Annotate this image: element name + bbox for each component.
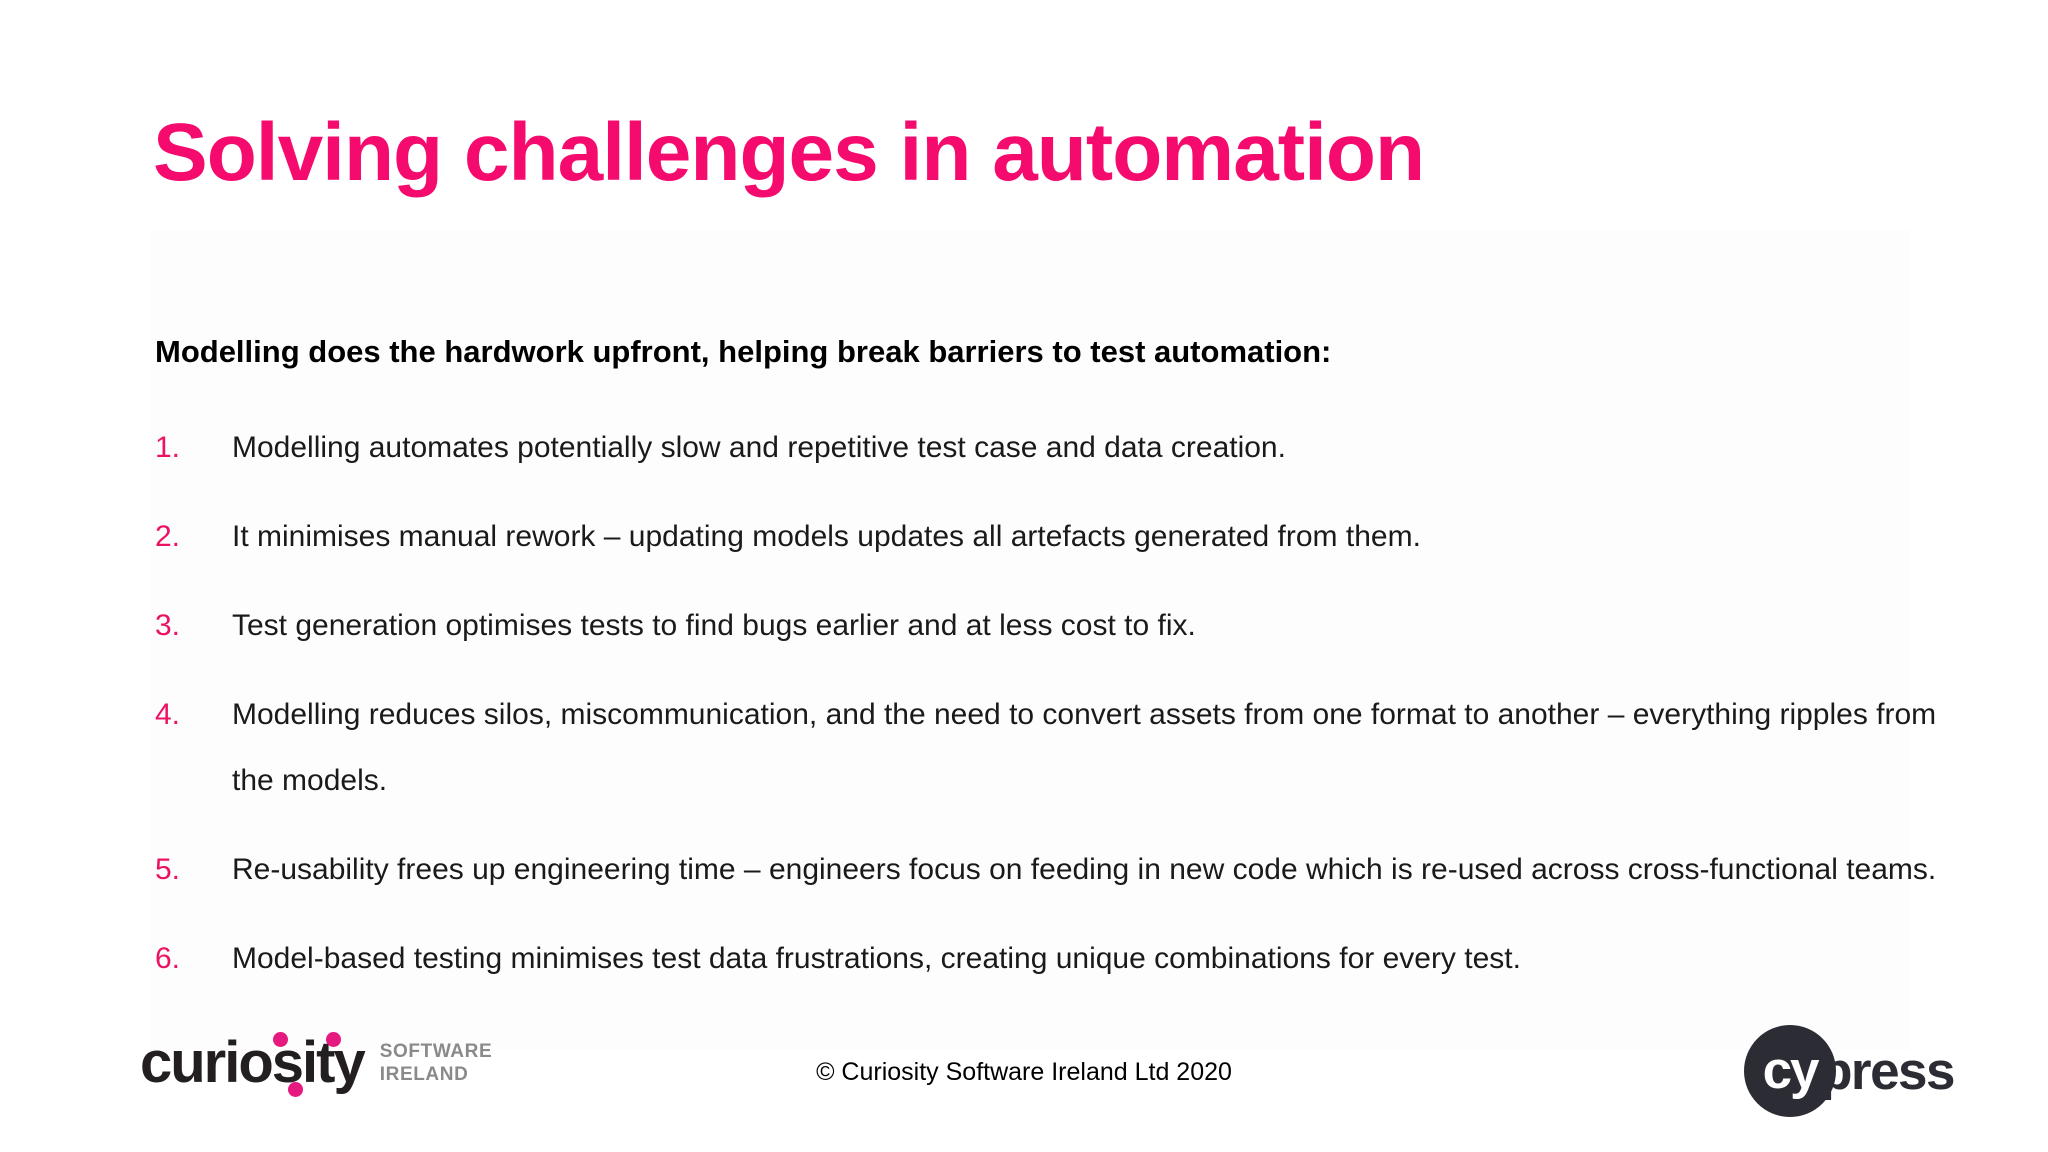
list-item-number: 1. [155, 431, 181, 464]
list-item-text: Model-based testing minimises test data … [232, 942, 1521, 975]
list-item-text: Test generation optimises tests to find … [232, 609, 1196, 642]
pink-dot-icon [326, 1032, 341, 1047]
list-item: 1. Modelling automates potentially slow … [155, 415, 1955, 481]
list-item-text: Modelling reduces silos, miscommunicatio… [232, 698, 1937, 797]
curiosity-sub-line-ireland: IRELAND [379, 1064, 469, 1085]
list-item-number: 6. [155, 942, 181, 975]
curiosity-software-logo: curiosity SOFTWARE IRELAND [140, 1032, 492, 1097]
list-item-text: Re-usability frees up engineering time –… [232, 853, 1937, 886]
list-item: 5. Re-usability frees up engineering tim… [155, 837, 1955, 903]
numbered-list: 1. Modelling automates potentially slow … [155, 415, 1955, 1015]
list-item-number: 2. [155, 520, 181, 553]
cypress-mark-text: cy [1762, 1040, 1820, 1100]
lead-statement: Modelling does the hardwork upfront, hel… [155, 334, 1332, 369]
curiosity-sub-line-software: SOFTWARE [379, 1041, 493, 1062]
cypress-logo: cy press [1744, 1025, 1955, 1117]
list-item: 2. It minimises manual rework – updating… [155, 504, 1955, 570]
pink-dot-icon [273, 1032, 288, 1047]
list-item: 6. Model-based testing minimises test da… [155, 926, 1955, 992]
list-item-text: Modelling automates potentially slow and… [232, 431, 1286, 464]
page-title: Solving challenges in automation [153, 107, 1425, 198]
list-item: 4. Modelling reduces silos, miscommunica… [155, 682, 1955, 814]
list-item-number: 5. [155, 853, 181, 886]
list-item: 3. Test generation optimises tests to fi… [155, 593, 1955, 659]
curiosity-sub-wordmark: SOFTWARE IRELAND [380, 1040, 492, 1086]
pink-dot-icon [288, 1082, 303, 1097]
list-item-text: It minimises manual rework – updating mo… [232, 520, 1421, 553]
curiosity-wordmark: curiosity [140, 1032, 366, 1097]
copyright-notice: © Curiosity Software Ireland Ltd 2020 [816, 1058, 1232, 1086]
cypress-wordmark: press [1820, 1041, 1955, 1101]
list-item-number: 4. [155, 698, 181, 731]
cypress-circle-icon: cy [1744, 1025, 1837, 1117]
slide-footer: curiosity SOFTWARE IRELAND © Curiosity S… [0, 1002, 2048, 1152]
list-item-number: 3. [155, 609, 181, 642]
